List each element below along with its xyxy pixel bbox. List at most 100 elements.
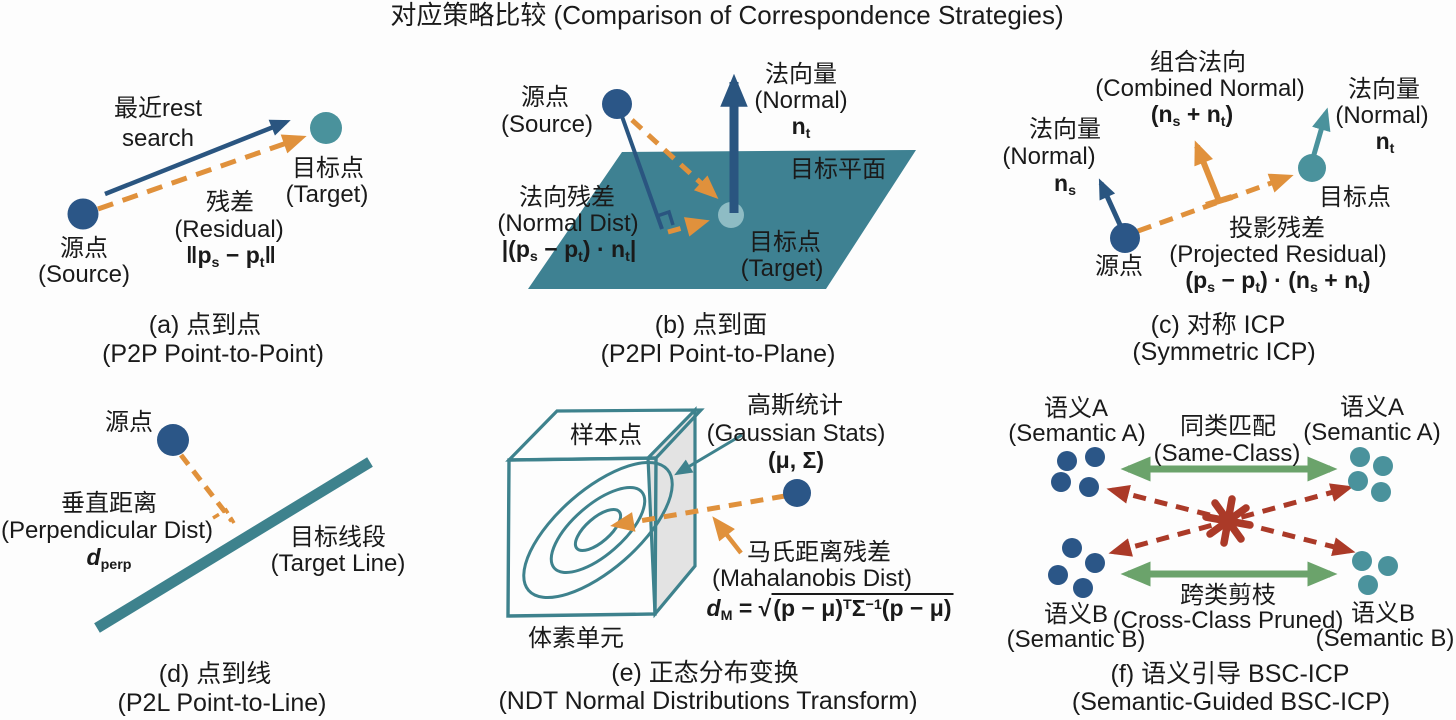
nn-search-label-line2: search	[121, 125, 195, 152]
combined-normal-arrow	[1194, 140, 1222, 203]
mahalanobis-pointer-arrow	[712, 516, 743, 555]
semantic-a-right-label-cn: 语义A	[1339, 394, 1405, 421]
target-normal-arrow	[1310, 107, 1331, 159]
same-class-label-cn: 同类匹配	[1180, 413, 1276, 440]
source-point	[67, 198, 99, 230]
gaussian-stats-label-en: (Gaussian Stats)	[706, 420, 886, 447]
target-label-en: (Target)	[285, 181, 369, 208]
right-angle-marker	[212, 507, 236, 524]
cluster-semantic-b-left	[1048, 538, 1105, 598]
perpendicular-dist-label-cn: 垂直距离	[61, 490, 157, 517]
source-normal-label-cn: 法向量	[1029, 116, 1101, 143]
panel-b-p2pl	[528, 73, 916, 289]
semantic-b-right-label-cn: 语义B	[1350, 600, 1416, 627]
normal-dist-label-cn: 法向残差	[519, 184, 615, 211]
cluster-dot	[1358, 575, 1378, 595]
target-label-cn: 目标点	[749, 229, 821, 256]
semantic-b-right-label-en: (Semantic B)	[1315, 625, 1455, 652]
cluster-dot	[1348, 471, 1368, 491]
panel-e-ndt	[505, 406, 811, 619]
normal-dist-formula: |(ps − pt) · nt|	[501, 236, 637, 265]
normal-dist-label-en: (Normal Dist)	[497, 210, 639, 237]
sample-point	[783, 479, 811, 507]
cluster-dot	[1352, 551, 1372, 571]
cluster-dot	[1371, 482, 1391, 502]
mahalanobis-formula: dM = √(p − μ)TΣ−1(p − μ)	[706, 593, 954, 624]
combined-normal-label-cn: 组合法向	[1150, 49, 1246, 76]
cluster-dot	[1378, 556, 1398, 576]
caption-c-cn: (c) 对称 ICP	[1150, 311, 1286, 339]
projected-residual-label-en: (Projected Residual)	[1169, 241, 1387, 268]
cluster-dot	[1350, 447, 1370, 467]
residual-label-en: (Residual)	[174, 216, 284, 243]
target-line	[94, 457, 373, 633]
semantic-b-left-label-cn: 语义B	[1043, 601, 1109, 628]
source-label-cn: 源点	[1095, 253, 1143, 280]
normal-label-cn: 法向量	[765, 61, 837, 88]
perpendicular-dist-symbol: dperp	[86, 544, 132, 573]
combined-normal-label-en: (Combined Normal)	[1095, 75, 1305, 102]
cross-class-label-cn: 跨类剪枝	[1180, 582, 1276, 609]
pruned-x-mark	[1202, 495, 1254, 547]
source-normal-arrow	[1098, 178, 1124, 229]
source-label-cn: 源点	[60, 235, 108, 262]
residual-formula: ‖ps − pt‖	[186, 242, 276, 271]
caption-a-en: (P2P Point-to-Point)	[102, 340, 324, 368]
combined-normal-symbol: (ns + nt)	[1150, 101, 1234, 130]
target-label-cn: 目标点	[292, 155, 364, 182]
cluster-semantic-b-right	[1352, 551, 1398, 595]
nn-search-label-line1: 最近rest	[113, 95, 203, 122]
normal-symbol: nt	[791, 113, 811, 142]
perpendicular-dist-label-en: (Perpendicular Dist)	[0, 517, 214, 544]
semantic-a-left-label-en: (Semantic A)	[1008, 420, 1146, 447]
residual-label-cn: 残差	[206, 189, 254, 216]
caption-b-cn: (b) 点到面	[654, 311, 768, 339]
right-angle-marker	[656, 209, 675, 226]
panel-f-semantic-bsc-icp	[1048, 447, 1398, 598]
target-line-label-en: (Target Line)	[270, 550, 406, 577]
semantic-a-left-label-cn: 语义A	[1043, 395, 1109, 422]
cluster-semantic-a-left	[1051, 447, 1105, 497]
figure-title: 对应策略比较 (Comparison of Correspondence Str…	[390, 0, 1064, 30]
gaussian-stats-symbol: (μ, Σ)	[767, 447, 825, 473]
caption-e-en: (NDT Normal Distributions Transform)	[498, 687, 918, 715]
gaussian-ellipse-inner	[573, 508, 623, 552]
caption-e-cn: (e) 正态分布变换	[611, 659, 799, 687]
same-class-label-en: (Same-Class)	[1153, 440, 1301, 467]
source-label-cn: 源点	[105, 409, 153, 436]
caption-f-en: (Semantic-Guided BSC-ICP)	[1071, 688, 1391, 716]
panel-c-symmetric-icp	[1098, 107, 1331, 253]
target-line-label-cn: 目标线段	[290, 524, 386, 551]
source-normal-label-en: (Normal)	[1002, 143, 1096, 170]
nn-search-arrow	[104, 119, 291, 197]
cluster-dot	[1085, 447, 1105, 467]
mahalanobis-dashed-arrow	[610, 493, 786, 532]
panel-a-p2p	[67, 112, 342, 230]
caption-d-cn: (d) 点到线	[158, 660, 272, 688]
target-point	[310, 112, 342, 144]
target-label-en: (Target)	[740, 255, 824, 282]
panel-d-p2l	[94, 424, 373, 633]
gaussian-stats-pointer-arrow	[674, 433, 743, 476]
sample-point-label: 样本点	[570, 422, 642, 449]
target-plane-label: 目标平面	[790, 156, 886, 183]
projected-residual-formula: (ps − pt) · (ns + nt)	[1185, 267, 1371, 296]
caption-d-en: (P2L Point-to-Line)	[117, 689, 327, 717]
voxel-cell-label: 体素单元	[528, 625, 624, 652]
caption-b-en: (P2Pl Point-to-Plane)	[600, 340, 836, 368]
voxel-cube-front-face	[506, 456, 658, 618]
cluster-dot	[1079, 477, 1099, 497]
gaussian-ellipse-outer	[522, 461, 674, 599]
mahalanobis-label-cn: 马氏距离残差	[747, 539, 891, 566]
caption-c-en: (Symmetric ICP)	[1132, 338, 1316, 366]
cluster-dot	[1057, 451, 1077, 471]
source-label-en: (Source)	[500, 111, 594, 138]
gaussian-ellipse-middle	[549, 486, 647, 574]
mahalanobis-label-en: (Mahalanobis Dist)	[711, 565, 913, 592]
target-point	[1298, 154, 1326, 182]
source-point	[1110, 223, 1140, 253]
source-label-en: (Source)	[37, 261, 131, 288]
source-point	[157, 424, 189, 456]
